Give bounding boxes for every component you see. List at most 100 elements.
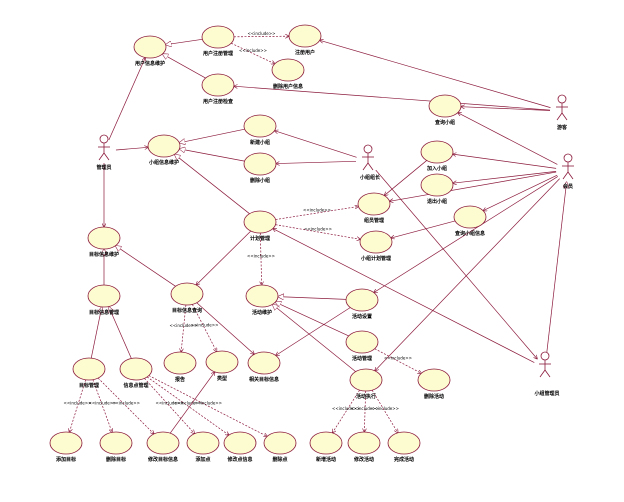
actor-admin[interactable] (98, 134, 110, 161)
include-stereotype-label: <<include>> (156, 401, 184, 406)
use-case-register[interactable]: 注册用户 (288, 24, 322, 56)
actor-label: 会员 (562, 183, 573, 190)
association-edge (196, 302, 255, 355)
association-edge (276, 307, 351, 356)
actor-label: 小组组长 (360, 174, 381, 181)
use-case-label: 组员管理 (364, 217, 384, 224)
use-case-user-reg-mgmt[interactable]: 用户注册管理 (201, 25, 235, 57)
use-case-label: 添加点 (195, 456, 210, 463)
association-edge (276, 160, 357, 163)
use-case-label: 新增活动 (316, 456, 336, 463)
use-case-new-activity[interactable]: 新增活动 (309, 431, 343, 463)
include-stereotype-label: <<include>> (384, 356, 412, 361)
include-edge (192, 304, 216, 351)
generalization-edge (174, 154, 250, 214)
use-case-type[interactable]: 类型 (205, 350, 239, 382)
use-case-user-info[interactable]: 用户信息维护 (133, 35, 167, 67)
use-case-del-goal[interactable]: 删除目标 (99, 431, 133, 463)
association-edge (115, 147, 148, 151)
use-case-goal-handle[interactable]: 目标管理 (72, 357, 106, 389)
use-case-goal-info[interactable]: 目标信息维护 (87, 226, 121, 258)
include-stereotype-label: <<include>> (64, 401, 92, 406)
use-case-label: 退出小组 (427, 198, 447, 205)
use-case-complete-activity[interactable]: 完成活动 (387, 431, 421, 463)
use-case-del-point[interactable]: 删除点 (263, 431, 297, 463)
actor-group-leader[interactable] (362, 144, 374, 171)
use-case-activity[interactable]: 活动维护 (245, 284, 279, 316)
use-case-label: 注册用户 (295, 49, 315, 56)
use-case-group-plan[interactable]: 小组计划管理 (359, 230, 393, 262)
use-case-label: 信息点管理 (123, 382, 148, 389)
generalization-edge (275, 302, 349, 337)
use-case-activity-exec[interactable]: 活动执行 (349, 368, 383, 400)
use-case-label: 目标管理 (79, 382, 99, 389)
use-case-modify-point-info[interactable]: 修改点信息 (223, 431, 257, 463)
use-case-label: 删除点 (272, 456, 287, 463)
use-case-label: 查询小组信息 (454, 230, 485, 237)
include-edge (275, 224, 361, 240)
use-case-add-point[interactable]: 添加点 (186, 431, 220, 463)
include-stereotype-label: <<include>> (89, 401, 117, 406)
include-stereotype-label: <<include>> (191, 323, 219, 328)
use-case-related-goal[interactable]: 相关目标信息 (247, 351, 281, 383)
generalization-edge (162, 54, 206, 79)
include-stereotype-label: <<include>> (303, 208, 331, 213)
use-case-label: 活动管理 (352, 355, 372, 362)
use-case-del-group[interactable]: 删除小组 (243, 152, 277, 184)
use-case-label: 删除小组 (250, 177, 270, 184)
use-case-label: 修改点信息 (226, 456, 252, 463)
use-case-group-info[interactable]: 小组信息维护 (147, 134, 181, 166)
actor-label: 小组管理员 (534, 390, 559, 397)
generalization-edge (179, 128, 245, 143)
use-case-modify-activity[interactable]: 修改活动 (347, 431, 381, 463)
use-case-goal-mgmt[interactable]: 目标信息管理 (87, 284, 121, 316)
use-case-query-group[interactable]: 查询小组 (428, 94, 462, 126)
actor-visitor[interactable] (556, 94, 568, 121)
association-edge (274, 131, 357, 158)
include-edge (97, 377, 154, 434)
association-edge (390, 171, 557, 201)
association-edge (320, 40, 551, 108)
generalization-edge (179, 149, 245, 162)
generalization-edge (109, 307, 132, 359)
use-case-info-handle[interactable]: 信息点管理 (119, 357, 153, 389)
use-case-join-group[interactable]: 加入小组 (420, 140, 454, 172)
association-edge (391, 220, 456, 238)
use-case-del-activity[interactable]: 删除活动 (417, 368, 451, 400)
use-case-activity-set[interactable]: 活动设置 (345, 288, 379, 320)
association-edge (375, 169, 537, 359)
use-case-query-group-info[interactable]: 查询小组信息 (453, 205, 487, 237)
use-case-label: 活动设置 (352, 313, 372, 320)
use-case-label: 添加目标 (56, 456, 76, 463)
use-case-modify-goal-info[interactable]: 修改目标信息 (146, 431, 180, 463)
use-case-new-group[interactable]: 新建小组 (243, 114, 277, 146)
generalization-edge (115, 246, 176, 287)
include-edge (92, 379, 112, 433)
include-stereotype-label: <<include>> (112, 401, 140, 406)
include-edge (231, 42, 275, 64)
use-case-add-goal[interactable]: 添加目标 (49, 431, 83, 463)
use-case-quit-group[interactable]: 退出小组 (420, 173, 454, 205)
generalization-edge (546, 182, 566, 357)
actor-member[interactable] (562, 153, 574, 180)
include-stereotype-label: <<include>> (247, 254, 275, 259)
use-case-delete-user[interactable]: 删除用户信息 (271, 58, 305, 90)
use-case-label: 目标信息维护 (89, 251, 119, 258)
use-case-label: 删除活动 (424, 393, 444, 400)
use-case-goal-query[interactable]: 目标信息查询 (170, 282, 204, 314)
include-stereotype-label: <<include>> (304, 227, 332, 232)
use-case-user-reg-query[interactable]: 用户注册检查 (201, 73, 235, 105)
use-case-activity-mgmt[interactable]: 活动管理 (345, 330, 379, 362)
use-case-plan-mgmt[interactable]: 计划管理 (243, 210, 277, 242)
use-case-report[interactable]: 报告 (163, 351, 197, 383)
actor-group-admin[interactable] (539, 351, 551, 378)
include-edge (146, 376, 229, 435)
association-edge (375, 178, 560, 371)
use-case-group-mgmt[interactable]: 组员管理 (357, 192, 391, 224)
include-stereotype-label: <<include>> (239, 48, 267, 53)
include-edge (148, 375, 267, 437)
use-case-label: 用户注册管理 (202, 50, 233, 57)
include-stereotype-label: <<include>> (351, 406, 379, 411)
generalization-edge (166, 38, 203, 44)
